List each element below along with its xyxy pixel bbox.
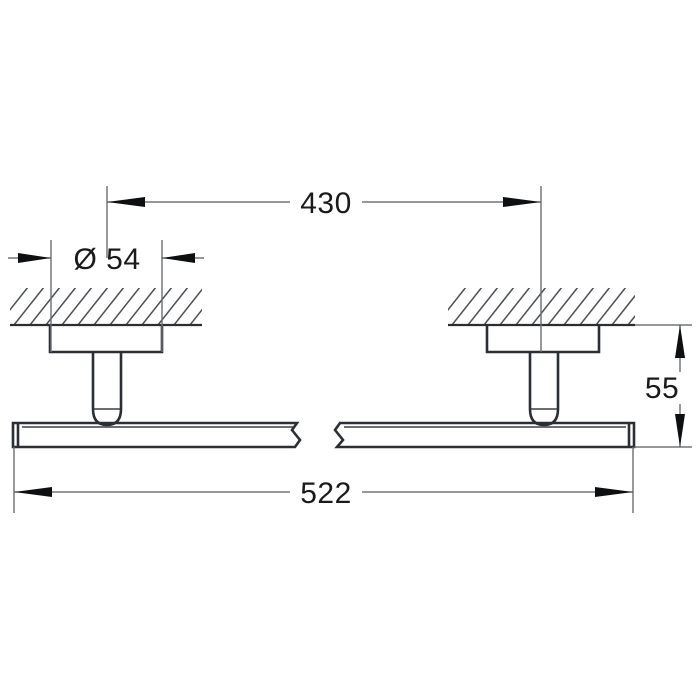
dimension-diameter-54: Ø 54 xyxy=(8,240,204,352)
towel-rail xyxy=(11,421,636,449)
arrowhead-522-right xyxy=(595,487,633,497)
dimension-522: 522 xyxy=(13,447,634,513)
arrowhead-55-top xyxy=(675,325,685,358)
arrowhead-d54-left xyxy=(18,253,51,263)
towel-rail-left-segment xyxy=(11,421,302,449)
flange-plate-right xyxy=(485,325,601,354)
bracket-stem-right xyxy=(528,352,560,427)
towel-rail-right-segment xyxy=(333,421,636,449)
dimension-55: 55 xyxy=(634,325,692,448)
wall-hatch-right xyxy=(448,288,635,325)
bracket-stem-left xyxy=(91,352,123,427)
bracket-right xyxy=(485,325,601,427)
arrowhead-430-right xyxy=(503,197,541,207)
arrowhead-d54-right xyxy=(162,253,195,263)
arrowhead-522-left xyxy=(14,487,52,497)
dimension-430: 430 xyxy=(106,186,542,352)
arrowhead-430-left xyxy=(107,197,145,207)
wall-hatch-left xyxy=(10,288,202,325)
dimension-label-522: 522 xyxy=(300,477,352,510)
dimension-label-diameter-54: Ø 54 xyxy=(73,243,140,276)
bracket-left xyxy=(48,325,164,427)
dimension-label-430: 430 xyxy=(300,187,352,220)
dimension-label-55: 55 xyxy=(645,372,679,405)
arrowhead-55-bottom xyxy=(675,414,685,447)
flange-plate-left xyxy=(48,325,164,354)
